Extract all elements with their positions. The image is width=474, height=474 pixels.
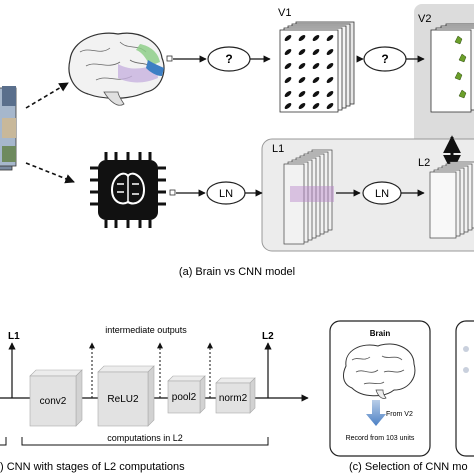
stage-norm2-label: norm2: [219, 393, 248, 404]
cnn-selection-card: [455, 320, 474, 457]
brain-output-port: [166, 55, 173, 62]
down-arrow-icon: [366, 400, 386, 426]
stage-relu2-label: ReLU2: [107, 394, 139, 405]
stage-norm2: norm2: [215, 377, 256, 414]
v1-feature-map-stack: [279, 21, 355, 113]
panel-b-caption: ) CNN with stages of L2 computations: [0, 461, 185, 473]
left-bracket: [0, 437, 7, 446]
stage-pool2-label: pool2: [172, 392, 197, 403]
stage-relu2: ReLU2: [97, 365, 155, 427]
brain-card-title: Brain: [370, 329, 391, 338]
cnn-card-dot-2: [463, 367, 469, 373]
stage-conv2: conv2: [29, 369, 83, 427]
panel-a-caption: (a) Brain vs CNN model: [179, 266, 295, 278]
ln2-node-label: LN: [375, 188, 389, 200]
computations-label: computations in L2: [107, 433, 183, 443]
cnn-card-dot-1: [463, 346, 469, 352]
panel-b: L1 L2 intermediate outputs conv2 ReLU2 p…: [0, 325, 309, 473]
ln1-node-label: LN: [219, 188, 233, 200]
brain-sketch-icon: [343, 343, 416, 399]
l1-feature-map-stack: [283, 149, 334, 245]
l2-label: L2: [418, 157, 430, 169]
l1-label: L1: [272, 143, 284, 155]
cnn-chip-icon: [90, 152, 166, 228]
panel-a: ? V1: [0, 4, 474, 278]
stage-conv2-label: conv2: [40, 396, 67, 407]
b-l1-label: L1: [8, 331, 20, 342]
q1-node-label: ?: [225, 52, 232, 66]
l2-feature-map-stack: [429, 161, 474, 239]
input-to-brain-arrow: [25, 82, 69, 109]
chip-output-port: [169, 189, 176, 196]
v2-label: V2: [418, 13, 431, 25]
brain-image: [68, 32, 165, 106]
input-image-stack: [0, 86, 17, 171]
v2-feature-map-stack: [430, 23, 474, 113]
record-units-label: Record from 103 units: [346, 435, 415, 442]
input-to-chip-arrow: [25, 162, 75, 184]
computations-bracket: [21, 437, 269, 446]
v1-label: V1: [278, 7, 291, 19]
panel-c: Brain From V2 Record from 103 units (c) …: [329, 320, 474, 473]
panel-c-caption: (c) Selection of CNN mo: [349, 461, 468, 473]
q2-node-label: ?: [381, 52, 388, 66]
intermediate-outputs-label: intermediate outputs: [105, 325, 187, 335]
from-v2-label: From V2: [386, 411, 413, 418]
b-l2-label: L2: [262, 331, 274, 342]
stage-pool2: pool2: [167, 375, 206, 414]
